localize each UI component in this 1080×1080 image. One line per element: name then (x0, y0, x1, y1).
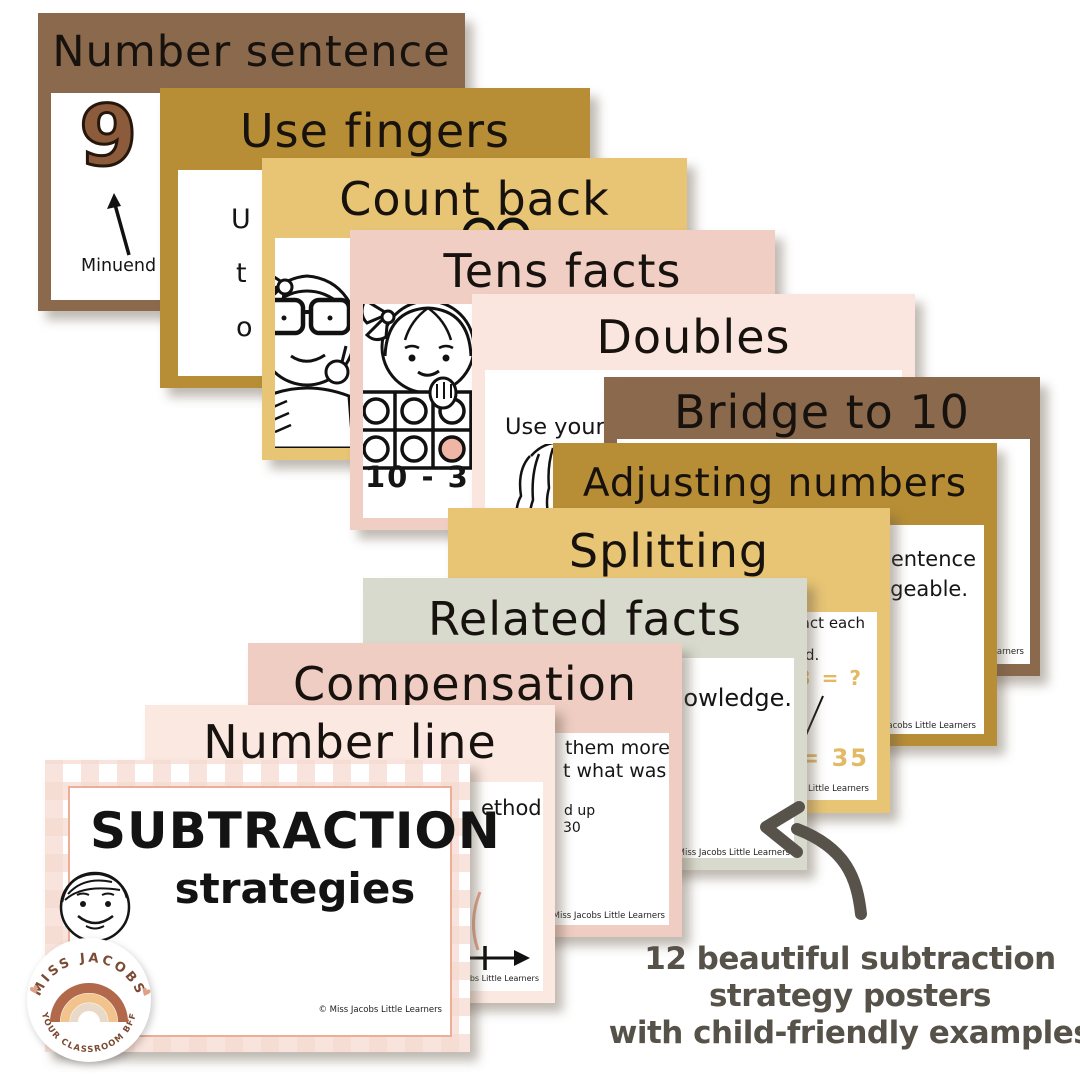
curved-arrow-icon (760, 801, 867, 920)
copyright: © Miss Jacobs Little Learners (541, 911, 665, 921)
poster-title: Adjusting numbers (582, 461, 968, 506)
caption-line: strategy posters (708, 978, 992, 1014)
copyright: © Miss Jacobs Little Learners (852, 721, 976, 731)
miss-jacobs-logo: MISS JACOBS YOUR CLASSROOM BFF ♥ ♥ (27, 938, 153, 1062)
copyright: © Miss Jacobs Little Learners (745, 784, 869, 794)
equation-fragment: 3 = ? (796, 666, 863, 690)
poster-title: Count back (339, 172, 610, 226)
up-arrow-icon (107, 193, 131, 256)
text-fragment: Use your (505, 414, 605, 440)
equation: 10 - 3 (365, 460, 470, 494)
caption-line: 12 beautiful subtraction (644, 941, 1056, 977)
poster-body: SUBTRACTION strategies © Miss Jacobs Lit… (59, 786, 501, 1037)
poster-cover-subtraction-strategies: SUBTRACTION strategies © Miss Jacobs Lit… (45, 760, 501, 1052)
text-fragment: them more (565, 737, 669, 759)
cover-subtitle: strategies (174, 864, 416, 913)
number-line-illustration (458, 891, 530, 970)
text-fragment: U (231, 204, 251, 235)
poster-title: Doubles (596, 310, 791, 364)
text-fragment: act each (800, 614, 865, 632)
logo-rainbow-icon (50, 983, 128, 1023)
poster-title: Splitting (568, 524, 770, 578)
text-fragment: t what was (563, 760, 667, 782)
cover-title: SUBTRACTION (90, 802, 501, 860)
copyright: © Miss Jacobs Little Learners (666, 848, 790, 858)
text-fragment: sentence (879, 547, 976, 571)
thinking-girl-illustration (275, 274, 365, 448)
text-fragment: 30 (563, 820, 581, 836)
poster-title: Tens facts (443, 244, 682, 298)
poster-title: Use fingers (239, 104, 511, 158)
boy-face-illustration (59, 871, 131, 943)
poster-title: Number sentence (52, 27, 451, 77)
caption-text: 12 beautiful subtraction strategy poster… (590, 941, 1080, 1052)
caption-line: with child-friendly examples (608, 1015, 1080, 1051)
text-fragment: owledge. (683, 684, 792, 712)
text-fragment: d. (805, 646, 820, 664)
copyright: © Miss Jacobs Little Learners (422, 974, 539, 983)
poster-title: Bridge to 10 (674, 385, 970, 439)
text-fragment: o (236, 312, 253, 343)
equation-fragment: = 35 (799, 744, 869, 772)
copyright: © Miss Jacobs Little Learners (318, 1005, 442, 1015)
minuend-label: Minuend (81, 256, 157, 276)
poster-title: Related facts (428, 592, 742, 646)
text-fragment: d up (564, 803, 596, 819)
text-fragment: ageable. (877, 577, 968, 601)
text-fragment: ethod. (481, 796, 543, 820)
poster-title: Compensation (293, 657, 637, 711)
text-fragment: t (236, 258, 247, 289)
number-tops-decoration (462, 217, 530, 235)
